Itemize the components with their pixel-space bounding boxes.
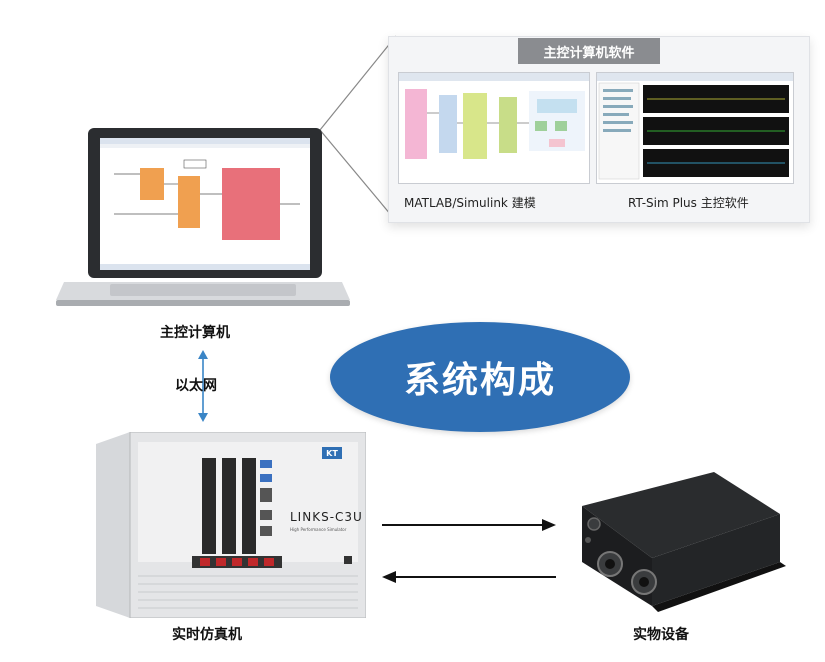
data-arrows: [382, 519, 556, 583]
physical-device-image: [582, 472, 786, 612]
realtime-simulator-label: 实时仿真机: [172, 627, 242, 643]
laptop-image: [56, 128, 350, 306]
physical-device-label: 实物设备: [633, 627, 689, 643]
center-title: 系统构成: [403, 360, 556, 401]
software-panel-title: 主控计算机软件: [518, 38, 660, 64]
rtsim-screenshot: [596, 72, 794, 184]
simulator-brand-logo: KT: [322, 447, 342, 459]
simulator-model: LINKS-C3U: [290, 510, 363, 524]
ethernet-label: 以太网: [175, 378, 217, 394]
rtsim-caption: RT-Sim Plus 主控软件: [628, 196, 749, 210]
realtime-simulator-image: [96, 432, 366, 618]
host-computer-label: 主控计算机: [160, 325, 230, 341]
ethernet-arrow: [198, 350, 208, 422]
system-composition-ellipse: 系统构成: [330, 322, 630, 432]
simulator-subtitle: High Performance Simulator: [290, 527, 347, 532]
simulink-caption: MATLAB/Simulink 建模: [404, 196, 536, 210]
simulink-screenshot: [398, 72, 590, 184]
